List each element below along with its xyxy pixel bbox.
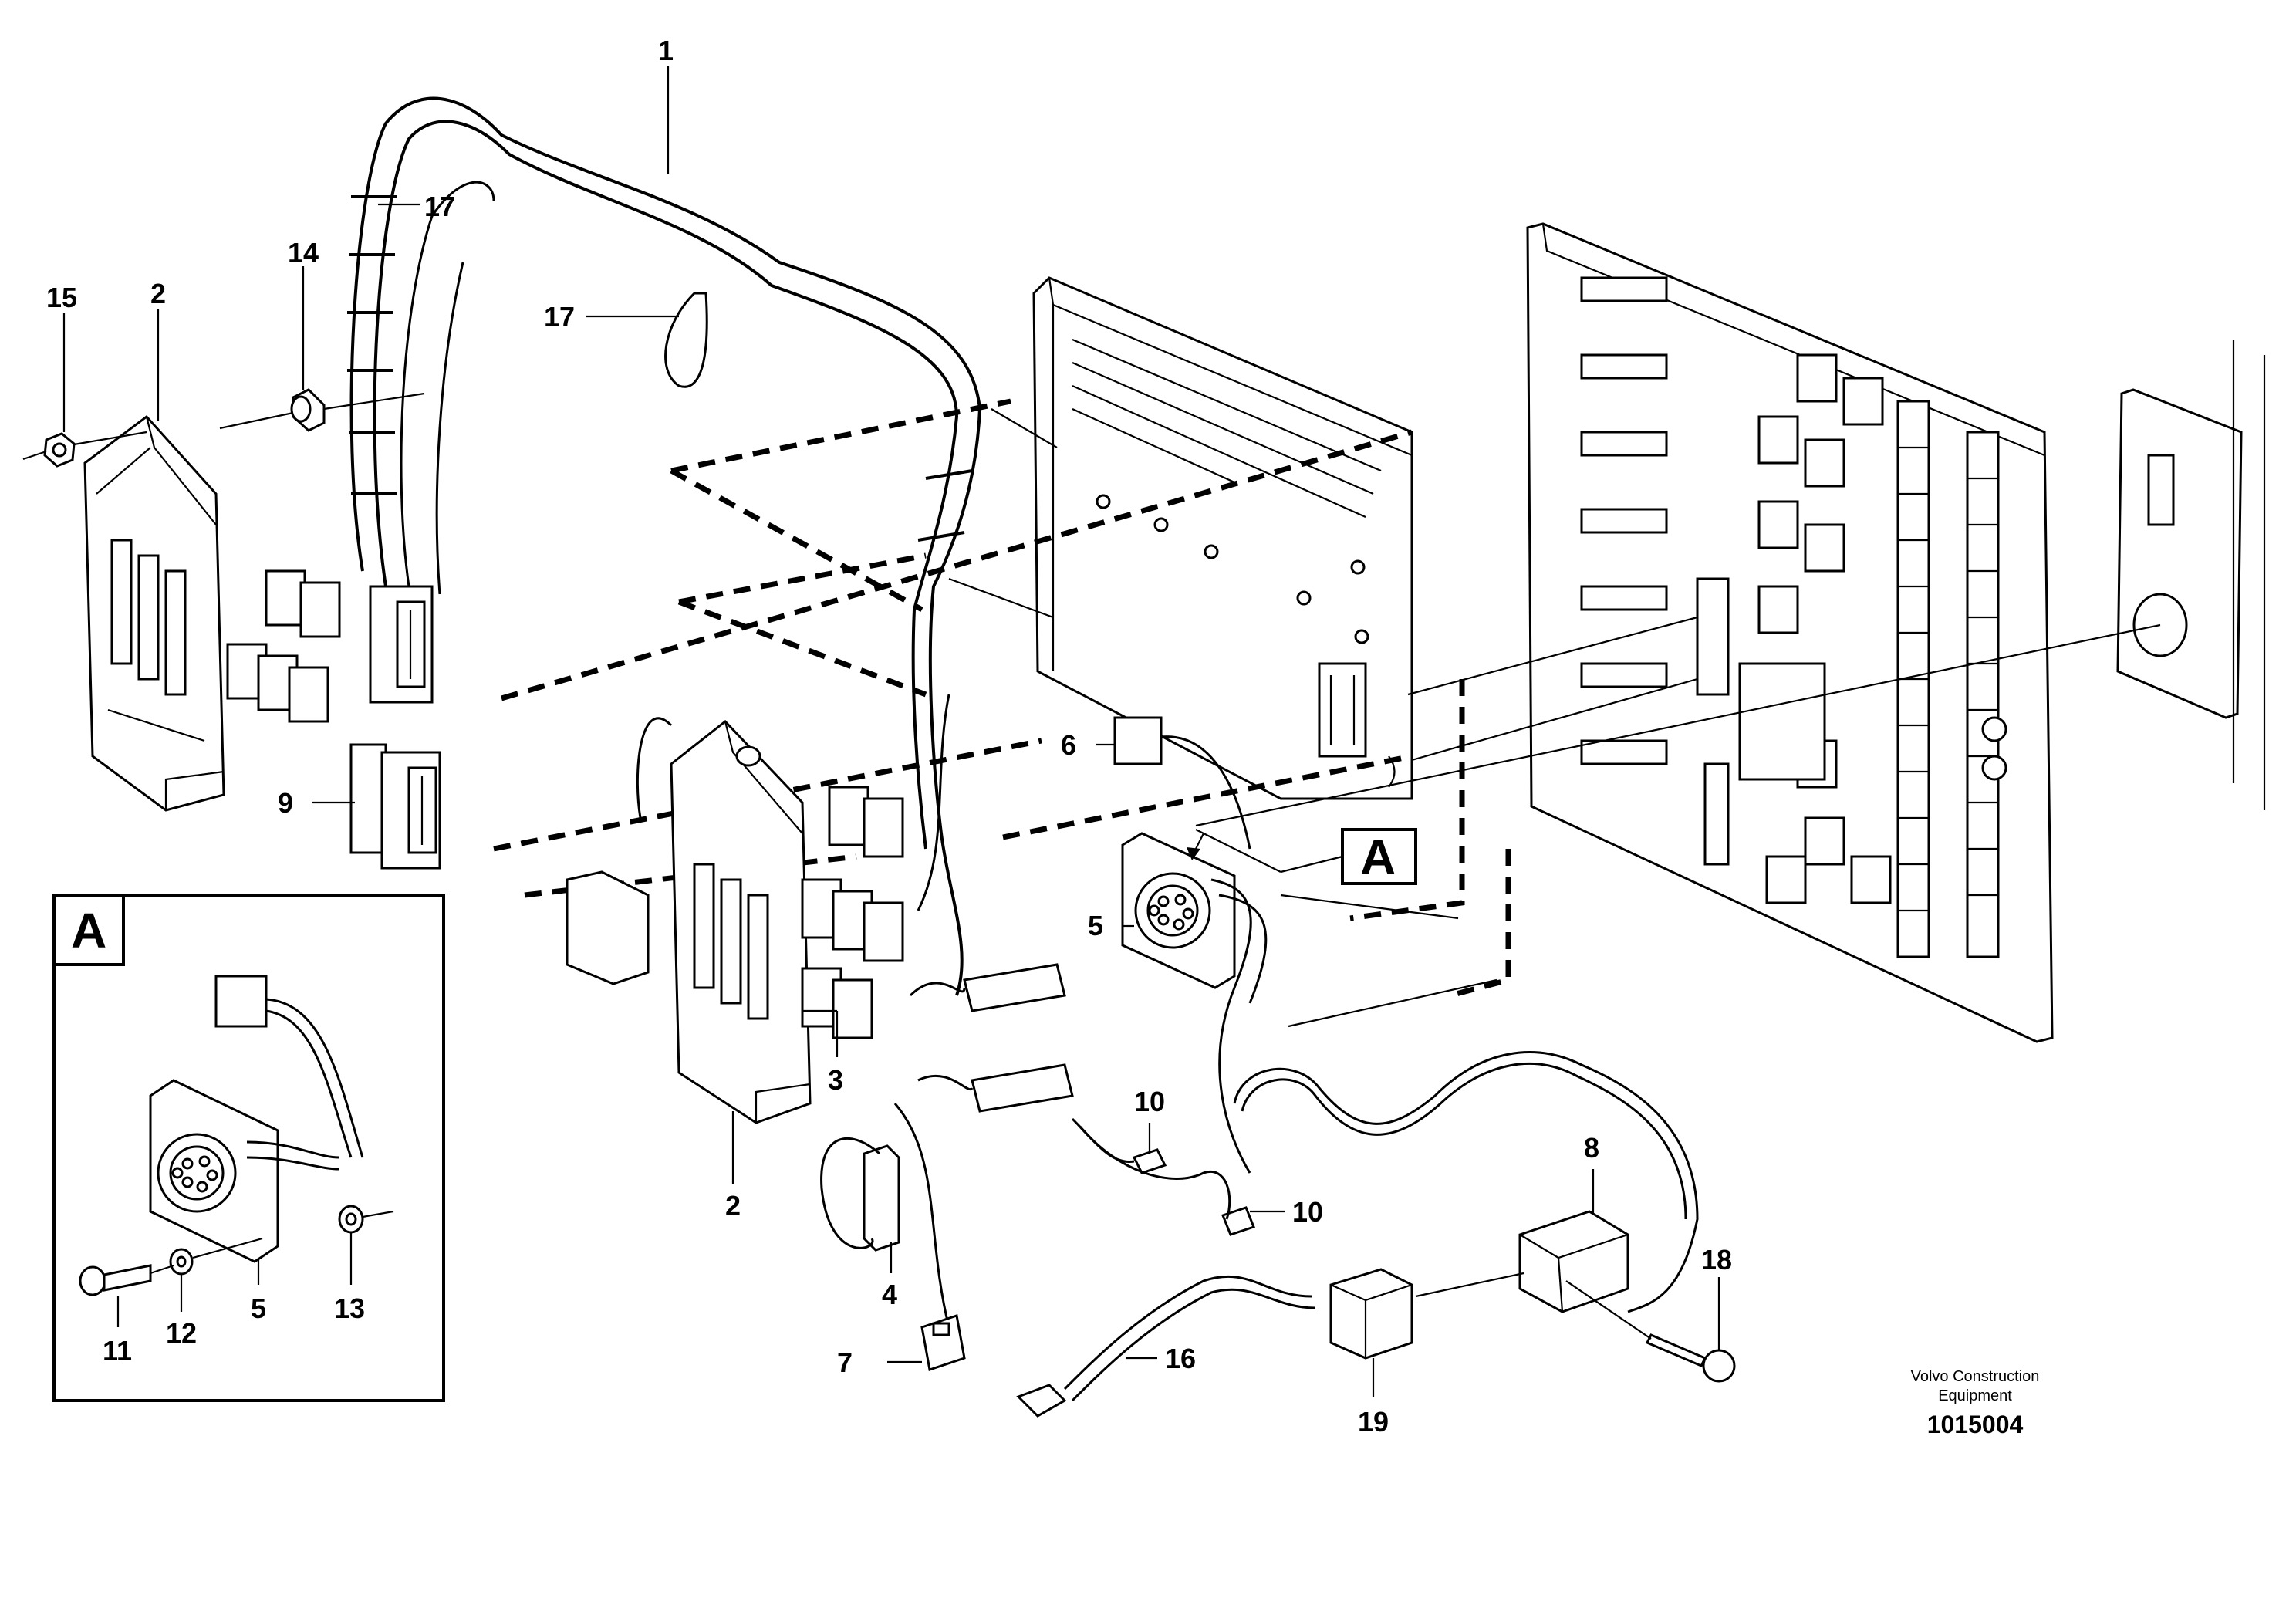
callout-19: 19 [1358, 1406, 1389, 1438]
inset-nut [338, 1205, 364, 1234]
control-unit-ecu [1032, 276, 1413, 800]
callout-5-inset: 5 [251, 1293, 266, 1324]
detail-inset-a [52, 894, 445, 1402]
relays-left-group [226, 569, 341, 723]
harness-cable-ties [347, 195, 973, 542]
inset-relay [214, 975, 268, 1028]
cable-tie [664, 292, 708, 388]
callout-8: 8 [1584, 1132, 1599, 1164]
inset-screw [79, 1264, 152, 1296]
cover-plate [2116, 340, 2266, 810]
callout-14: 14 [288, 237, 319, 269]
callout-6: 6 [1061, 729, 1076, 761]
callout-2-left: 2 [150, 278, 166, 309]
component-6-relay [1113, 716, 1251, 850]
relay [1329, 1268, 1413, 1360]
callout-10-lower: 10 [1292, 1196, 1323, 1228]
nut [43, 432, 76, 468]
credit-line-1: Volvo Construction [1911, 1368, 2040, 1385]
inset-diagnostic-socket [149, 1079, 340, 1263]
callout-18: 18 [1701, 1244, 1732, 1276]
spacer [290, 388, 326, 432]
callout-12: 12 [166, 1317, 197, 1349]
callout-15: 15 [46, 282, 77, 313]
component-16-cable [1016, 1276, 1316, 1418]
screw [1645, 1333, 1736, 1383]
callout-2-center: 2 [725, 1190, 741, 1222]
part-number: 1015004 [1927, 1411, 2024, 1438]
callout-17-tie: 17 [544, 301, 575, 333]
callout-17-top: 17 [424, 191, 455, 222]
circuit-board [1526, 222, 2054, 1043]
board-fuse-rows [1896, 400, 2000, 958]
credit-block: Volvo Construction Equipment 1015004 [1911, 1368, 2040, 1438]
callout-7: 7 [837, 1347, 853, 1378]
board-ic [1703, 762, 1730, 866]
board-stud [1981, 716, 2007, 742]
component-7-connector [920, 1314, 966, 1371]
board-pin-header [1696, 577, 1730, 696]
component-10-connector [1071, 1117, 1255, 1236]
relay-socket-cable [1233, 1051, 1699, 1313]
fuse-holder-bracket-left [83, 414, 225, 812]
callout-9: 9 [278, 787, 293, 819]
callout-5-main: 5 [1088, 910, 1103, 941]
callout-3: 3 [828, 1064, 843, 1096]
inset-label-a: A [71, 903, 106, 958]
callout-16: 16 [1165, 1343, 1196, 1374]
relays-center-group [801, 786, 904, 1039]
leader-lines [62, 66, 1720, 1397]
relay-socket [1518, 1210, 1629, 1313]
connector-block [566, 870, 650, 985]
view-label-a: A [1360, 830, 1396, 885]
credit-line-2: Equipment [1938, 1387, 2012, 1404]
multi-pin-connector [349, 743, 441, 870]
callout-10-upper: 10 [1134, 1086, 1165, 1117]
diagnostic-socket [1121, 832, 1268, 1174]
harness-end-connectors [909, 963, 1074, 1113]
view-marker-a [1187, 828, 1417, 885]
fuse-holder-bracket-center [670, 719, 812, 1124]
board-stud [1981, 755, 2007, 781]
callout-4: 4 [882, 1279, 897, 1310]
component-4-connector [820, 1103, 950, 1328]
callout-1: 1 [658, 35, 674, 66]
main-harness [347, 96, 982, 996]
callout-13: 13 [334, 1293, 365, 1324]
board-module [1738, 662, 1826, 781]
callout-11: 11 [103, 1335, 132, 1367]
inset-washer [169, 1248, 194, 1276]
multi-pin-connector [369, 585, 434, 704]
routing-thin-lines [948, 408, 2161, 1028]
callout-labels: 1 17 17 14 15 2 9 6 5 3 2 4 7 16 10 10 8… [46, 35, 1732, 1438]
board-edge-connectors [1580, 276, 1668, 765]
